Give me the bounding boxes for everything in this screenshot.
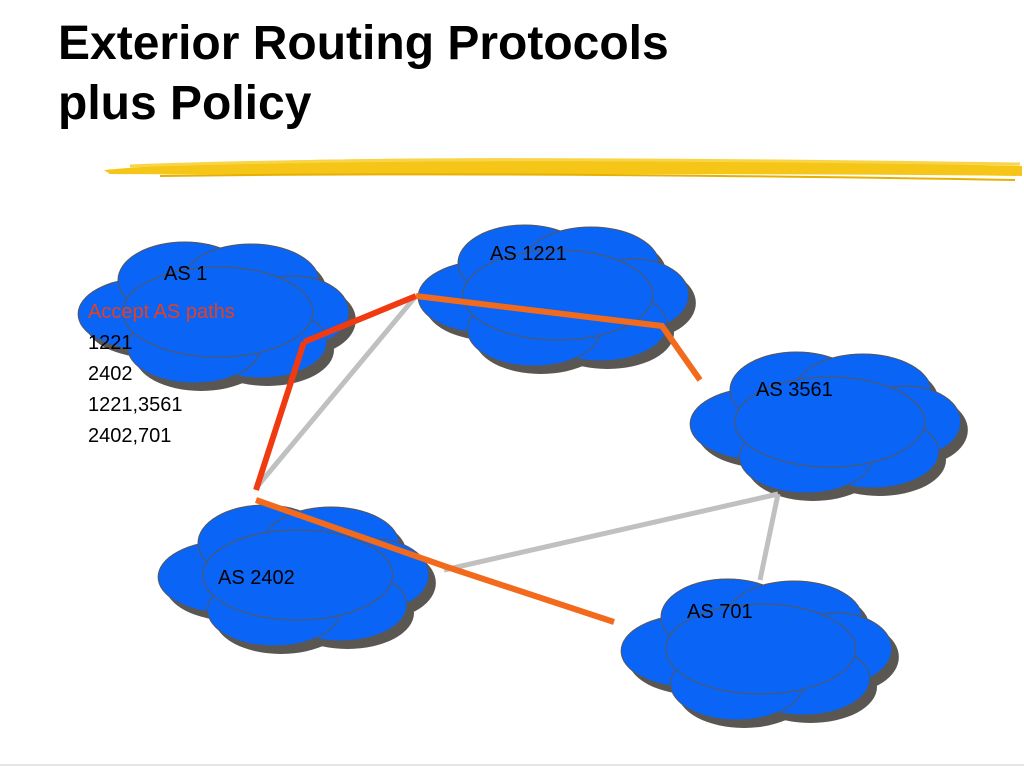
link-as2402-as701: [255, 497, 615, 625]
slide-title-line-1: Exterior Routing Protocols: [58, 17, 669, 70]
policy-path-2: 2402: [88, 363, 133, 385]
policy-path-4: 2402,701: [88, 425, 172, 447]
footer-divider: [0, 764, 1024, 766]
link-as1221-as2402: [254, 294, 418, 490]
link-as1221-as3561: [415, 293, 703, 382]
cloud-as3561: [689, 351, 968, 501]
policy-heading: Accept AS paths: [88, 301, 235, 323]
slide-title-line-2: plus Policy: [58, 77, 312, 130]
slide-title: Exterior Routing Protocols plus Policy: [58, 14, 669, 134]
cloud-as2402: [157, 504, 436, 654]
title-underline-brush: [104, 158, 1022, 181]
link-as1-as1221: [302, 293, 418, 345]
cloud-label-as1: AS 1: [164, 263, 207, 285]
policy-list: Accept AS paths 1221 2402 1221,3561 2402…: [88, 297, 235, 452]
cloud-label-as1221: AS 1221: [490, 243, 567, 265]
policy-path-1: 1221: [88, 332, 133, 354]
policy-path-3: 1221,3561: [88, 394, 183, 416]
cloud-label-as3561: AS 3561: [756, 379, 833, 401]
cloud-as701: [620, 578, 899, 728]
cloud-label-as701: AS 701: [687, 601, 753, 623]
link-as3561-as701: [757, 493, 781, 581]
link-as1-as2402: [253, 341, 307, 491]
cloud-label-as2402: AS 2402: [218, 567, 295, 589]
link-as2402-as3561: [443, 491, 779, 573]
